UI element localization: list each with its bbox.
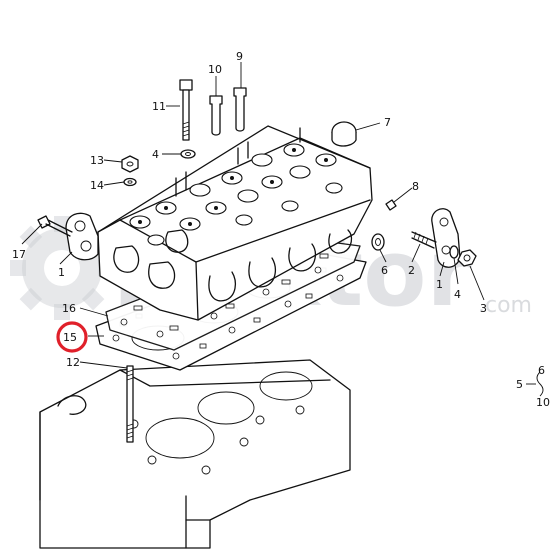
washer-4-left: [180, 149, 196, 159]
leader-lines: [21, 62, 544, 397]
guide-10: [209, 95, 223, 136]
callout-4-left: 4: [152, 148, 159, 161]
callout-7: 7: [384, 116, 391, 129]
left-bracket: [65, 212, 99, 261]
callout-5: 5: [516, 378, 523, 391]
callout-12: 12: [66, 356, 80, 369]
callout-17: 17: [12, 248, 26, 261]
callout-15: 15: [63, 331, 77, 344]
plug-8: [385, 199, 397, 211]
callout-6-side: 6: [538, 364, 545, 377]
callout-8: 8: [412, 180, 419, 193]
stud-12: [126, 365, 134, 443]
callout-10: 10: [208, 63, 222, 76]
callout-1-left: 1: [58, 266, 65, 279]
guide-9: [233, 87, 247, 132]
washer-4-right: [449, 245, 459, 259]
callout-9: 9: [236, 50, 243, 63]
watermark-domain: .com: [478, 293, 532, 318]
callout-3: 3: [480, 302, 487, 315]
callout-10-side: 10: [536, 396, 550, 409]
callout-11: 11: [152, 100, 166, 113]
washer-6: [371, 233, 385, 251]
callout-4-right: 4: [454, 288, 461, 301]
callout-16: 16: [62, 302, 76, 315]
callout-13: 13: [90, 154, 104, 167]
bolt-11: [179, 79, 193, 141]
callout-labels: 9 10 11 7 4 13 14 8 17 1 6 2 1 4 3 16 15…: [12, 50, 550, 409]
callout-2: 2: [408, 264, 415, 277]
highlight-ring: [56, 321, 88, 353]
cap-7: [331, 121, 357, 147]
stud-2: [411, 231, 437, 249]
engine-block: [39, 359, 351, 549]
nut-13: [121, 155, 139, 173]
cylinder-head: [97, 125, 373, 321]
callout-1-right: 1: [436, 278, 443, 291]
nut-3: [457, 249, 477, 267]
callout-6: 6: [381, 264, 388, 277]
washer-14: [123, 177, 137, 187]
callout-14: 14: [90, 179, 104, 192]
